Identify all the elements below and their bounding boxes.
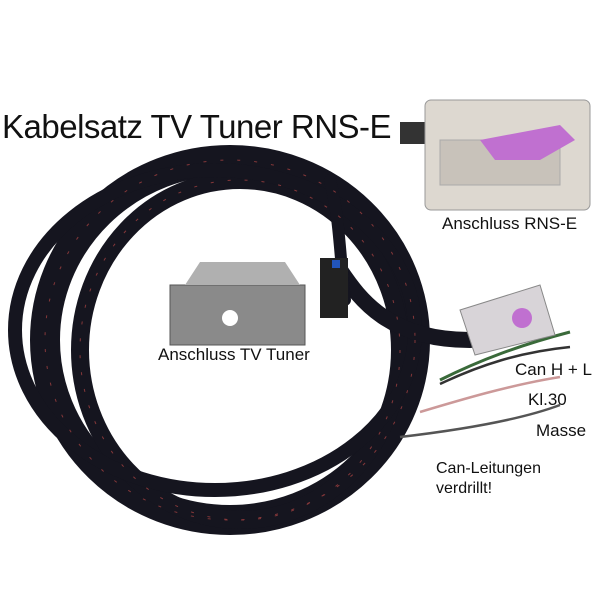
can-wire — [439, 330, 571, 382]
can-wire — [439, 345, 571, 386]
tv-tuner-connector-label: Anschluss TV Tuner — [158, 345, 310, 364]
kl30-wire — [419, 375, 561, 414]
kl30-label: Kl.30 — [528, 390, 567, 409]
masse-label: Masse — [536, 421, 587, 440]
can-label: Can H + L — [515, 360, 593, 379]
rns-e-connector — [400, 99, 591, 211]
tv-tuner-connector — [169, 258, 348, 346]
masse-wire — [399, 403, 561, 439]
note-line-1: Can-Leitungen — [436, 460, 541, 477]
rns-e-connector-label: Anschluss RNS-E — [442, 214, 578, 233]
note-line-2: verdrillt! — [436, 480, 493, 497]
twisted-note: Can-Leitungen verdrillt! — [436, 459, 541, 499]
can-connector — [459, 284, 556, 356]
page-title: Kabelsatz TV Tuner RNS-E — [2, 108, 392, 145]
